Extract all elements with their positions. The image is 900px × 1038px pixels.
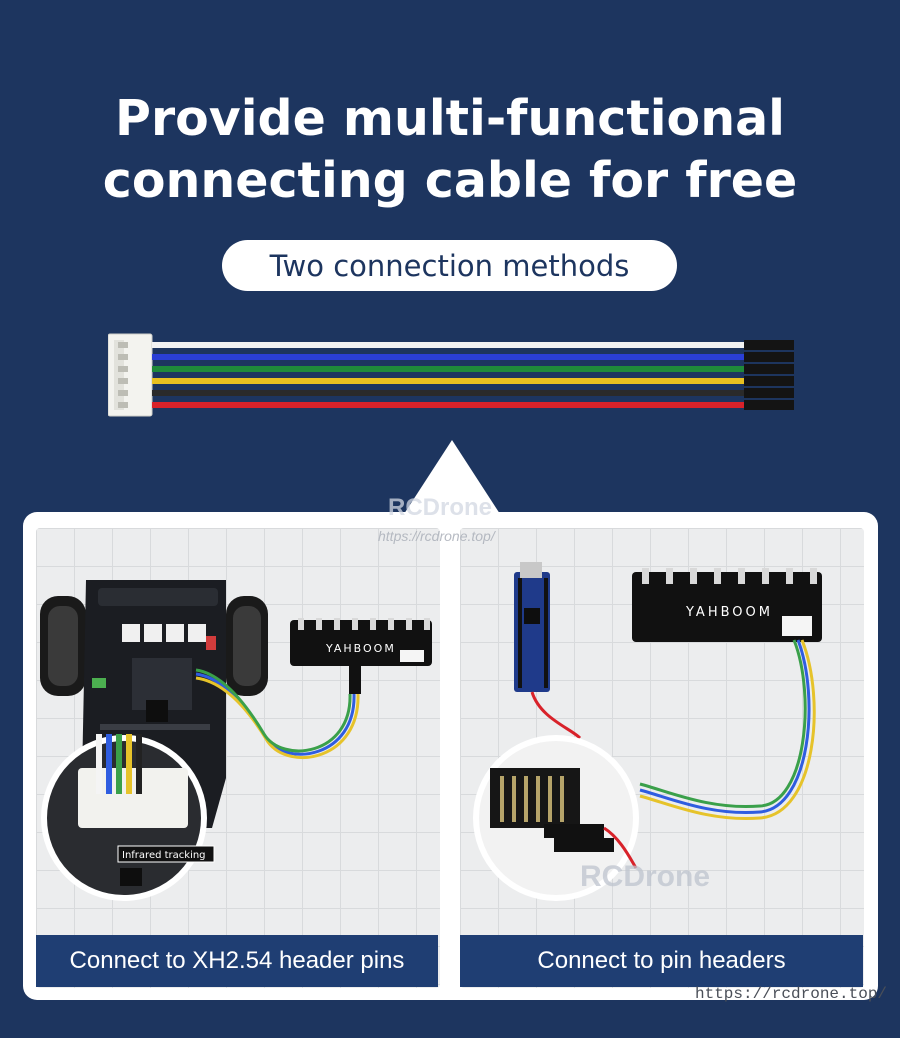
wire-6 [152,402,748,408]
dupont-housing-3 [744,364,794,374]
cable-wires [152,342,748,408]
cable-right [639,639,811,815]
dupont-housing-5 [744,388,794,398]
nano-board-illustration: YAHBOOM [473,562,822,901]
pointer-triangle [404,440,500,514]
dupont-housing-4 [744,376,794,386]
brand-label-left: YAHBOOM [325,642,396,655]
brand-label-right: YAHBOOM [685,605,773,620]
dupont-housing-2 [744,352,794,362]
robot-car-illustration: YAHBOOM Infrared tracking [40,580,432,901]
wire-5 [152,390,748,396]
dupont-connectors [744,340,794,410]
headline-line-2: connecting cable for free [102,152,798,209]
cable-illustration [108,333,794,417]
watermark-bottom-url: https://rcdrone.top/ [695,985,888,1003]
wire-2 [152,354,748,360]
subtitle-text: Two connection methods [269,248,630,283]
xh-pin-4 [118,378,128,384]
infrared-label-box [117,845,215,863]
watermark-top-url: https://rcdrone.top/ [378,528,495,544]
xh-pin-3 [118,366,128,372]
caption-right-text: Connect to pin headers [537,947,786,974]
xh-pin-2 [118,354,128,360]
watermark-top: RCDrone [388,494,493,521]
tracking-module-right [632,572,822,642]
headline: Provide multi-functional connecting cabl… [0,88,900,212]
wire-1 [152,342,748,348]
caption-left-text: Connect to XH2.54 header pins [69,947,405,974]
photo-xh-connection: YAHBOOM Infrared tracking [36,528,440,988]
xh-pin-6 [118,402,128,408]
xh-pin-1 [118,342,128,348]
headline-line-1: Provide multi-functional [115,90,785,147]
xh-connector-pins [118,342,128,408]
subtitle-pill: Two connection methods [222,240,677,291]
tracking-module [290,620,432,666]
dupont-housing-6 [744,400,794,410]
caption-pin-header: Connect to pin headers [460,935,863,987]
photo-pin-header-connection: YAHBOOM [460,528,864,988]
caption-xh-header: Connect to XH2.54 header pins [36,935,438,987]
nano-board [514,572,550,692]
wire-3 [152,366,748,372]
watermark-middle: RCDrone [580,860,711,893]
wire-4 [152,378,748,384]
infrared-label: Infrared tracking [122,850,206,861]
dupont-housing-1 [744,340,794,350]
xh-pin-5 [118,390,128,396]
